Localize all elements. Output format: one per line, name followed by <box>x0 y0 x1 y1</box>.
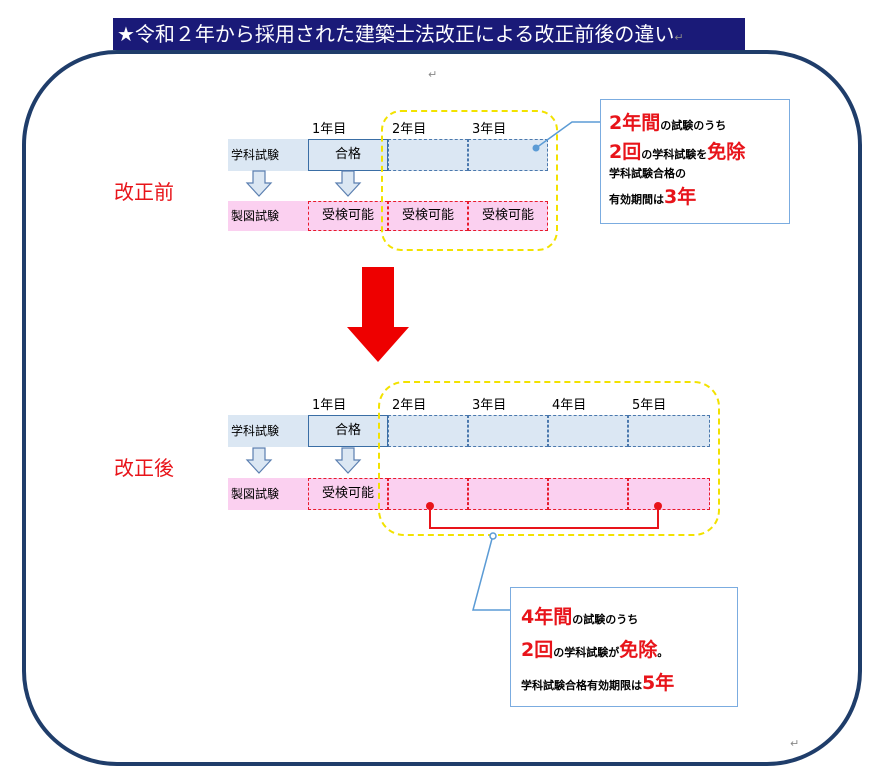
note-emphasis: 4年間 <box>521 606 573 628</box>
note-text: 。 <box>657 646 669 659</box>
outer-frame <box>22 50 862 766</box>
transition-arrow-icon <box>347 267 409 362</box>
before-gakka-label: 学科試験 <box>228 139 308 171</box>
before-callout-connector <box>532 121 603 152</box>
before-gakka-cell-3 <box>468 139 548 171</box>
before-gakka-cell-2 <box>388 139 468 171</box>
after-gakka-cell-2 <box>388 415 468 447</box>
note-text: の学科試験が <box>553 646 620 659</box>
before-down-arrow-icon <box>245 170 273 197</box>
before-note-box: 2年間の試験のうち 2回の学科試験を免除 学科試験合格の 有効期間は3年 <box>600 99 790 224</box>
note-text: の試験のうち <box>572 613 639 626</box>
note-text: の学科試験を <box>641 148 708 161</box>
note-emphasis: 免除 <box>707 141 746 163</box>
after-seizu-cell-3 <box>468 478 548 510</box>
before-gakka-pass-cell: 合格 <box>308 139 388 171</box>
after-gakka-cell-3 <box>468 415 548 447</box>
title-text: ★令和２年から採用された建築士法改正による改正前後の違い <box>117 22 675 46</box>
after-note-box: 4年間の試験のうち 2回の学科試験が免除。 学科試験合格有効期限は5年 <box>510 587 738 707</box>
after-year-5: 5年目 <box>632 398 667 413</box>
exemption-bracket <box>426 502 662 529</box>
after-down-arrow-icon <box>334 447 362 474</box>
note-emphasis: 免除 <box>619 639 658 661</box>
before-seizu-cell-2: 受検可能 <box>388 201 468 231</box>
after-year-4: 4年目 <box>552 398 587 413</box>
page-title: ★令和２年から採用された建築士法改正による改正前後の違い↵ <box>113 18 745 50</box>
before-year-1: 1年目 <box>312 122 347 137</box>
after-highlight-box <box>378 381 720 536</box>
after-seizu-cell-5 <box>628 478 710 510</box>
before-year-3: 3年目 <box>472 122 507 137</box>
note-text: の試験のうち <box>660 119 727 132</box>
before-seizu-cell-3: 受検可能 <box>468 201 548 231</box>
after-year-1: 1年目 <box>312 398 347 413</box>
after-gakka-pass-cell: 合格 <box>308 415 388 447</box>
before-seizu-cell-1: 受検可能 <box>308 201 388 231</box>
after-year-3: 3年目 <box>472 398 507 413</box>
after-gakka-label: 学科試験 <box>228 415 308 447</box>
after-gakka-cell-4 <box>548 415 628 447</box>
paragraph-mark: ↵ <box>428 68 438 81</box>
note-emphasis: 5年 <box>642 672 675 694</box>
before-seizu-label: 製図試験 <box>228 201 308 231</box>
note-emphasis: 2回 <box>609 141 642 163</box>
paragraph-mark: ↵ <box>674 31 684 44</box>
after-callout-connector <box>472 532 512 611</box>
note-emphasis: 2回 <box>521 639 554 661</box>
before-highlight-box <box>381 110 558 251</box>
note-text: 学科試験合格有効期限は <box>521 679 642 692</box>
note-emphasis: 3年 <box>664 186 697 208</box>
after-seizu-cell-4 <box>548 478 628 510</box>
after-seizu-label: 製図試験 <box>228 478 308 510</box>
note-text: 有効期間は <box>609 193 664 206</box>
after-seizu-cell-1: 受検可能 <box>308 478 388 510</box>
after-gakka-cell-5 <box>628 415 710 447</box>
after-section-label: 改正後 <box>114 456 174 480</box>
before-down-arrow-icon <box>334 170 362 197</box>
note-text: 学科試験合格の <box>609 167 686 180</box>
before-section-label: 改正前 <box>114 180 174 204</box>
note-emphasis: 2年間 <box>609 112 661 134</box>
after-down-arrow-icon <box>245 447 273 474</box>
